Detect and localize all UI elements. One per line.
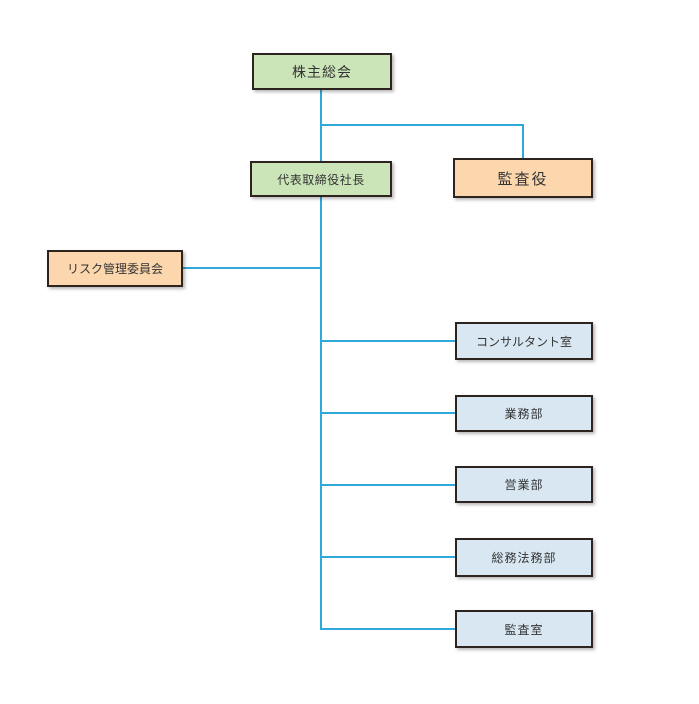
connector-shareholders-auditor-vertical: [522, 124, 524, 158]
node-sales-dept[interactable]: 営業部: [455, 466, 593, 503]
connector-operations-dept: [322, 412, 455, 414]
node-audit-office[interactable]: 監査室: [455, 610, 593, 648]
connector-president-trunk: [320, 197, 322, 630]
node-president[interactable]: 代表取締役社長: [250, 161, 392, 197]
connector-sales-dept: [322, 484, 455, 486]
connector-shareholders-auditor-horizontal: [320, 124, 524, 126]
connector-risk-committee: [183, 267, 320, 269]
node-auditor[interactable]: 監査役: [453, 158, 593, 198]
connector-consultant-office: [322, 340, 455, 342]
node-consultant-office[interactable]: コンサルタント室: [455, 322, 593, 360]
node-operations-dept[interactable]: 業務部: [455, 395, 593, 432]
node-shareholders[interactable]: 株主総会: [252, 53, 392, 90]
connector-audit-office: [322, 628, 455, 630]
node-risk-committee[interactable]: リスク管理委員会: [47, 250, 183, 287]
node-general-legal-dept[interactable]: 総務法務部: [455, 538, 593, 577]
connector-general-legal-dept: [322, 556, 455, 558]
